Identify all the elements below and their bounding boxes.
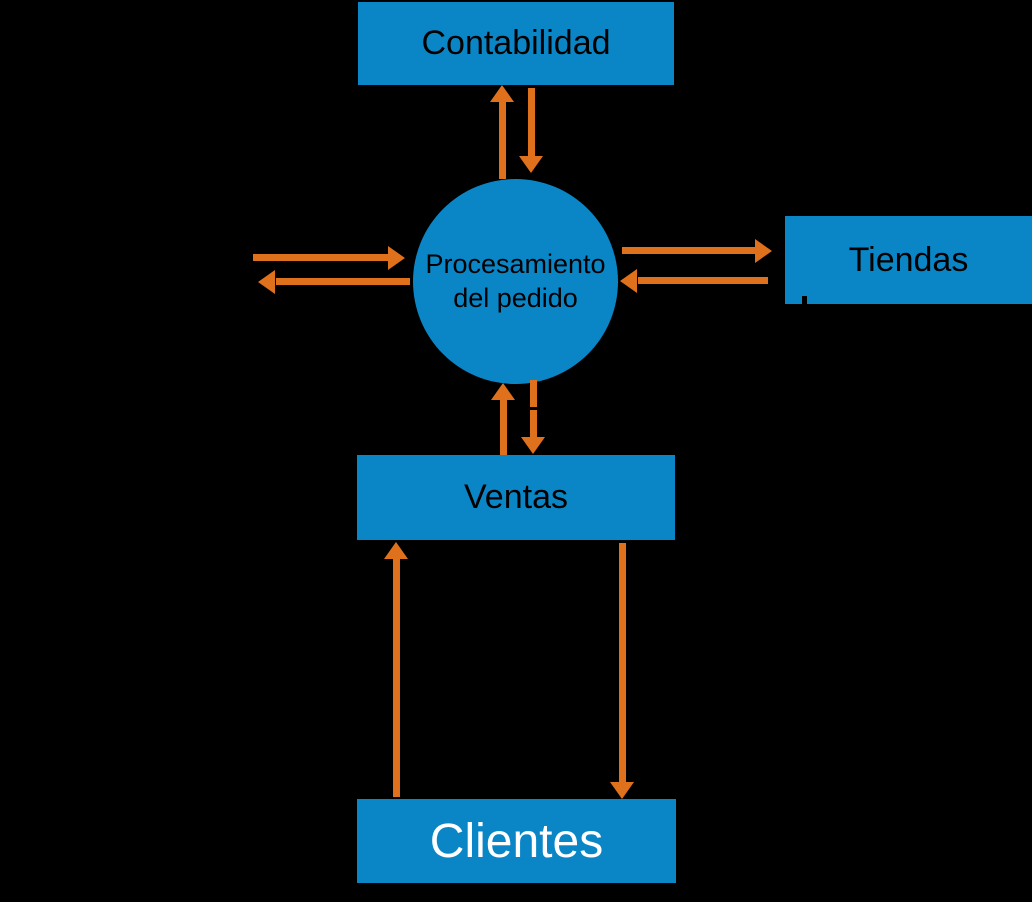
arrow-line-gap	[530, 407, 537, 410]
arrow-procesamiento-to-left-entity-line	[276, 278, 410, 285]
arrow-right-icon	[755, 239, 772, 263]
arrow-clientes-to-ventas-line	[393, 558, 400, 797]
node-procesamiento-del-pedido: Procesamiento del pedido	[413, 179, 618, 384]
arrow-procesamiento-to-tiendas-line	[622, 247, 755, 254]
arrow-ventas-to-procesamiento-line	[500, 400, 507, 455]
arrow-right-icon	[388, 246, 405, 270]
arrow-down-icon	[519, 156, 543, 173]
arrow-up-icon	[491, 383, 515, 400]
node-ventas: Ventas	[357, 455, 675, 540]
arrow-left-icon	[620, 269, 637, 293]
arrow-contabilidad-to-procesamiento-line	[528, 88, 535, 156]
arrow-ventas-to-clientes-line	[619, 543, 626, 782]
node-tiendas: Tiendas	[785, 216, 1032, 304]
node-clientes: Clientes	[357, 799, 676, 883]
arrow-down-icon	[521, 437, 545, 454]
arrow-left-entity-to-procesamiento-line	[253, 254, 388, 261]
node-procesamiento-label: Procesamiento del pedido	[425, 248, 606, 313]
node-tiendas-label: Tiendas	[848, 240, 969, 279]
node-clientes-label: Clientes	[429, 814, 604, 868]
arrow-left-icon	[258, 270, 275, 294]
node-contabilidad-label: Contabilidad	[421, 24, 611, 62]
arrow-down-icon	[610, 782, 634, 799]
arrow-procesamiento-to-contabilidad-line	[499, 102, 506, 179]
arrow-up-icon	[490, 85, 514, 102]
tiendas-caption-fragment	[802, 296, 807, 305]
arrow-tiendas-to-procesamiento-line	[638, 277, 768, 284]
node-ventas-label: Ventas	[464, 478, 568, 516]
arrow-up-icon	[384, 542, 408, 559]
node-contabilidad: Contabilidad	[358, 2, 674, 85]
